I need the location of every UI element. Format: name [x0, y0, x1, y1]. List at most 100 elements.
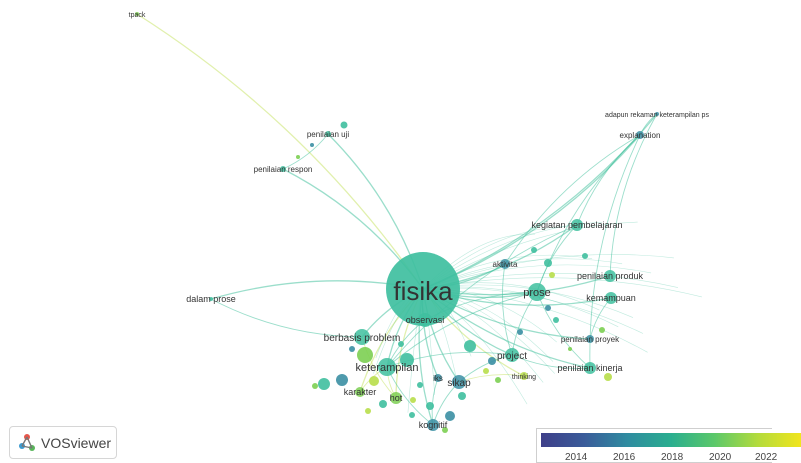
- node-label-dalam-prose: dalam prose: [186, 294, 236, 304]
- node-label-observasi: observasi: [406, 315, 445, 325]
- node-label-berbasis-problem: berbasis problem: [324, 333, 401, 344]
- minor-node[interactable]: [349, 346, 355, 352]
- network-edge: [511, 291, 538, 356]
- minor-node[interactable]: [369, 376, 379, 386]
- vosviewer-logo-icon: [19, 433, 35, 451]
- network-edge: [386, 224, 578, 368]
- minor-node[interactable]: [549, 272, 555, 278]
- network-edge: [576, 134, 641, 226]
- node-explanation[interactable]: [636, 131, 644, 139]
- minor-node[interactable]: [568, 347, 572, 351]
- node-prose[interactable]: [528, 283, 546, 301]
- legend-tick: 2018: [661, 452, 684, 463]
- network-edge: [536, 291, 591, 369]
- color-scale-bar: [541, 433, 801, 447]
- minor-node[interactable]: [379, 400, 387, 408]
- minor-node[interactable]: [426, 402, 434, 410]
- node-hot[interactable]: [390, 392, 402, 404]
- minor-node[interactable]: [531, 247, 537, 253]
- node-kemampuan[interactable]: [605, 292, 617, 304]
- node-thinking[interactable]: [520, 372, 528, 380]
- node-keterampilan[interactable]: [378, 358, 396, 376]
- minor-node[interactable]: [544, 259, 552, 267]
- network-edge: [536, 224, 578, 293]
- minor-node[interactable]: [545, 305, 551, 311]
- node-penilaian-produk[interactable]: [604, 270, 616, 282]
- minor-node[interactable]: [365, 408, 371, 414]
- network-edge: [511, 354, 591, 369]
- node-label-adapun: adapun rekaman keterampilan ps: [605, 112, 709, 119]
- year-color-legend: 2014 2016 2018 2020 2022: [536, 428, 801, 463]
- node-adapun[interactable]: [655, 112, 659, 116]
- node-kegiatan[interactable]: [571, 219, 583, 231]
- minor-node[interactable]: [599, 327, 605, 333]
- node-label-hot: hot: [390, 393, 403, 403]
- node-penilaian-respon[interactable]: [280, 166, 286, 172]
- node-project[interactable]: [505, 348, 519, 362]
- nodes-layer: [135, 12, 659, 431]
- minor-node[interactable]: [357, 347, 373, 363]
- minor-node[interactable]: [410, 397, 416, 403]
- node-label-iks: iks: [433, 374, 443, 383]
- network-edge: [210, 298, 363, 338]
- node-label-penilaian-proyek: penilaian proyek: [561, 335, 620, 344]
- node-label-project: project: [497, 351, 527, 362]
- node-iks[interactable]: [434, 374, 442, 382]
- node-label-aktivita: aktivita: [493, 260, 518, 269]
- minor-node[interactable]: [296, 155, 300, 159]
- node-label-fisika: fisika: [393, 276, 453, 306]
- minor-node[interactable]: [488, 357, 496, 365]
- minor-node[interactable]: [517, 329, 523, 335]
- node-label-sikap: sikap: [447, 378, 471, 389]
- node-label-thinking: thinking: [512, 374, 536, 381]
- node-kognitif[interactable]: [427, 419, 439, 431]
- legend-tick: 2022: [755, 452, 778, 463]
- node-tpack[interactable]: [135, 12, 139, 16]
- network-edge: [422, 134, 641, 290]
- node-label-prose: prose: [523, 287, 551, 299]
- vosviewer-logo: VOSviewer: [9, 426, 117, 459]
- minor-node[interactable]: [336, 374, 348, 386]
- app-name: VOSviewer: [41, 434, 112, 451]
- node-fisika[interactable]: [386, 252, 460, 326]
- node-label-keterampilan: keterampilan: [356, 362, 419, 374]
- node-label-penilaian-produk: penilaian produk: [577, 271, 644, 281]
- minor-node[interactable]: [604, 373, 612, 381]
- node-aktivita[interactable]: [500, 259, 510, 269]
- minor-node[interactable]: [445, 411, 455, 421]
- minor-node[interactable]: [495, 377, 501, 383]
- node-label-karakter: karakter: [344, 387, 377, 397]
- minor-node[interactable]: [398, 341, 404, 347]
- node-observasi[interactable]: [418, 313, 432, 327]
- node-penilaian-proyek[interactable]: [586, 335, 594, 343]
- minor-node[interactable]: [400, 353, 414, 367]
- node-penilaian-uji[interactable]: [325, 131, 331, 137]
- minor-node[interactable]: [582, 253, 588, 259]
- minor-node[interactable]: [458, 392, 466, 400]
- minor-node[interactable]: [310, 143, 314, 147]
- minor-node[interactable]: [483, 368, 489, 374]
- minor-node[interactable]: [553, 317, 559, 323]
- node-sikap[interactable]: [452, 375, 466, 389]
- node-label-penilaian-kinerja: penilaian kinerja: [557, 363, 622, 373]
- node-penilaian-kinerja[interactable]: [584, 362, 596, 374]
- node-label-explanation: explanation: [620, 131, 661, 140]
- node-label-kognitif: kognitif: [419, 420, 448, 430]
- minor-node[interactable]: [417, 382, 423, 388]
- network-edge: [504, 134, 641, 265]
- minor-node[interactable]: [464, 340, 476, 352]
- minor-node[interactable]: [340, 121, 348, 129]
- minor-node[interactable]: [409, 412, 415, 418]
- minor-node[interactable]: [318, 378, 330, 390]
- minor-node[interactable]: [442, 427, 448, 433]
- legend-tick: 2014: [565, 452, 588, 463]
- node-label-kegiatan: kegiatan pembelajaran: [531, 220, 622, 230]
- network-edge: [136, 13, 424, 290]
- minor-node[interactable]: [312, 383, 318, 389]
- node-berbasis-problem[interactable]: [354, 329, 370, 345]
- node-dalam-prose[interactable]: [209, 297, 213, 301]
- node-karakter[interactable]: [355, 387, 365, 397]
- legend-tick: 2020: [709, 452, 732, 463]
